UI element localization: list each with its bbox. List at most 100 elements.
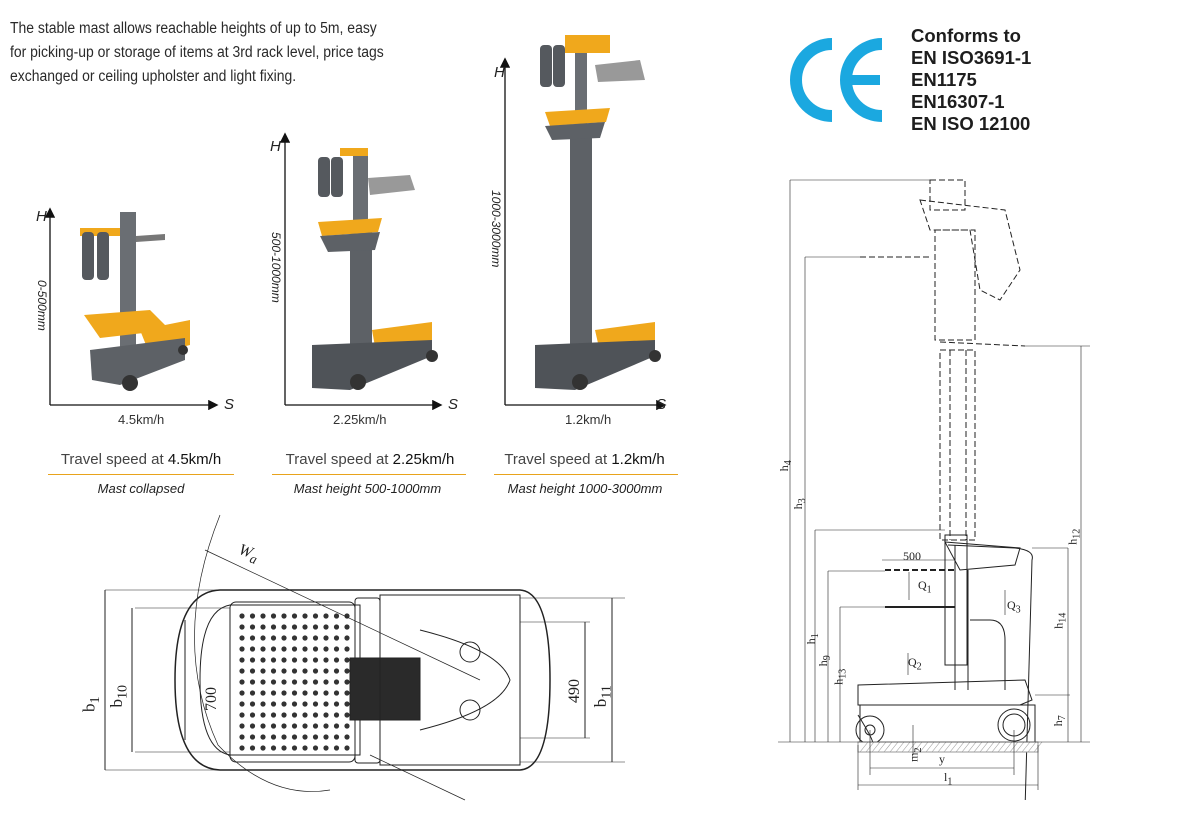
ground-hatch xyxy=(943,741,953,753)
dim-subscript: 7 xyxy=(1057,715,1069,721)
dim-letter: h xyxy=(815,660,830,667)
dim-subscript: 12 xyxy=(1071,528,1083,539)
ce-mark-logo xyxy=(790,38,883,122)
platform-hole xyxy=(333,646,340,652)
platform-hole xyxy=(260,723,266,729)
platform-hole xyxy=(302,635,308,641)
platform-hole xyxy=(239,712,245,718)
ground-hatch xyxy=(919,741,929,753)
dim-letter: m xyxy=(906,752,921,762)
platform-hole xyxy=(291,745,298,751)
platform-hole xyxy=(291,679,298,685)
platform-hole xyxy=(249,734,256,740)
platform-hole xyxy=(239,646,245,652)
axis-label-s: S xyxy=(448,396,459,413)
platform-hole xyxy=(323,668,329,674)
platform-hole xyxy=(333,734,340,740)
platform-hole xyxy=(291,668,298,674)
platform-hole xyxy=(270,624,277,630)
platform-hole xyxy=(291,613,298,619)
platform-hole xyxy=(302,668,308,674)
platform-hole xyxy=(323,613,329,619)
caption-value: 4.5km/h xyxy=(167,451,222,468)
platform-hole xyxy=(323,690,329,696)
dim-letter: b xyxy=(107,699,127,708)
travel-speed-caption: Travel speed at 4.5km/h xyxy=(46,451,236,468)
platform-hole xyxy=(270,635,277,641)
platform-hole xyxy=(344,624,350,630)
platform-hole xyxy=(281,668,287,674)
platform-hole xyxy=(333,657,340,663)
dim-letter: b xyxy=(590,698,610,708)
load-q1: Q1 xyxy=(918,578,932,595)
dim-subscript: 4 xyxy=(783,460,795,466)
dim-letter: h xyxy=(831,678,846,685)
platform-hole xyxy=(249,657,256,663)
dim-m2: m2 xyxy=(906,748,923,762)
intro-paragraph: The stable mast allows reachable heights… xyxy=(10,17,442,89)
dim-subscript: 1 xyxy=(926,584,932,596)
dim-letter: b xyxy=(79,703,99,712)
standard-item: EN ISO3691-1 xyxy=(911,47,1032,68)
platform-hole xyxy=(239,723,245,729)
speed-label: 1.2km/h xyxy=(565,412,612,427)
platform-hole xyxy=(249,635,256,641)
platform-hole xyxy=(323,624,329,630)
platform-hole xyxy=(333,624,340,630)
dim-subscript: 10 xyxy=(114,684,131,700)
axis-label-s: S xyxy=(224,396,235,413)
platform-hole xyxy=(323,679,329,685)
dim-subscript: 1 xyxy=(86,696,103,704)
platform-hole xyxy=(239,679,245,685)
platform-hole xyxy=(249,723,256,729)
platform-hole xyxy=(249,679,256,685)
height-range-label: 500-1000mm xyxy=(269,232,283,303)
picker-machine-mid xyxy=(312,148,438,390)
platform-hole xyxy=(270,657,277,663)
travel-speed-caption: Travel speed at 2.25km/h xyxy=(270,451,470,468)
platform-hole xyxy=(302,624,308,630)
platform-hole xyxy=(249,745,256,751)
dim-500: 500 xyxy=(903,549,921,563)
dim-letter: Q xyxy=(1007,598,1016,612)
platform-hole xyxy=(291,646,298,652)
platform-hole xyxy=(291,712,298,718)
caption-underline xyxy=(272,474,466,475)
platform-hole xyxy=(323,657,329,663)
platform-hole xyxy=(281,624,287,630)
conformity-heading: Conforms to xyxy=(911,25,1021,46)
raised-mast-dashed xyxy=(860,179,1026,541)
intro-line: for picking-up or storage of items at 3r… xyxy=(10,44,384,61)
platform-hole xyxy=(291,635,298,641)
dim-subscript: 13 xyxy=(837,668,849,679)
dim-subscript: 3 xyxy=(1015,604,1021,616)
dim-h13: h13 xyxy=(831,669,848,685)
dim-h3: h3 xyxy=(791,498,808,509)
axes-collapsed xyxy=(44,207,219,411)
platform-hole xyxy=(281,690,287,696)
height-speed-diagrams xyxy=(44,35,667,411)
ground-hatch xyxy=(1027,741,1037,753)
ground-hatch xyxy=(1021,741,1031,753)
platform-hole xyxy=(270,745,277,751)
platform-hole xyxy=(281,745,287,751)
platform-hole xyxy=(249,646,256,652)
height-range-label: 0-500mm xyxy=(35,280,49,331)
height-range-label: 1000-3000mm xyxy=(489,190,503,268)
platform-hole xyxy=(249,690,256,696)
platform-hole xyxy=(239,745,245,751)
platform-hole xyxy=(281,712,287,718)
dim-letter: l xyxy=(944,770,948,784)
dim-490: 490 xyxy=(566,679,583,703)
dim-h9: h9 xyxy=(816,655,833,666)
platform-hole xyxy=(302,734,308,740)
platform-hole xyxy=(281,679,287,685)
perforated-platform xyxy=(239,613,350,751)
axis-label-h: H xyxy=(270,138,281,155)
ground-hatch xyxy=(895,741,905,753)
platform-hole xyxy=(333,745,340,751)
platform-hole xyxy=(302,690,308,696)
axis-label-h: H xyxy=(36,208,47,225)
platform-hole xyxy=(281,723,287,729)
